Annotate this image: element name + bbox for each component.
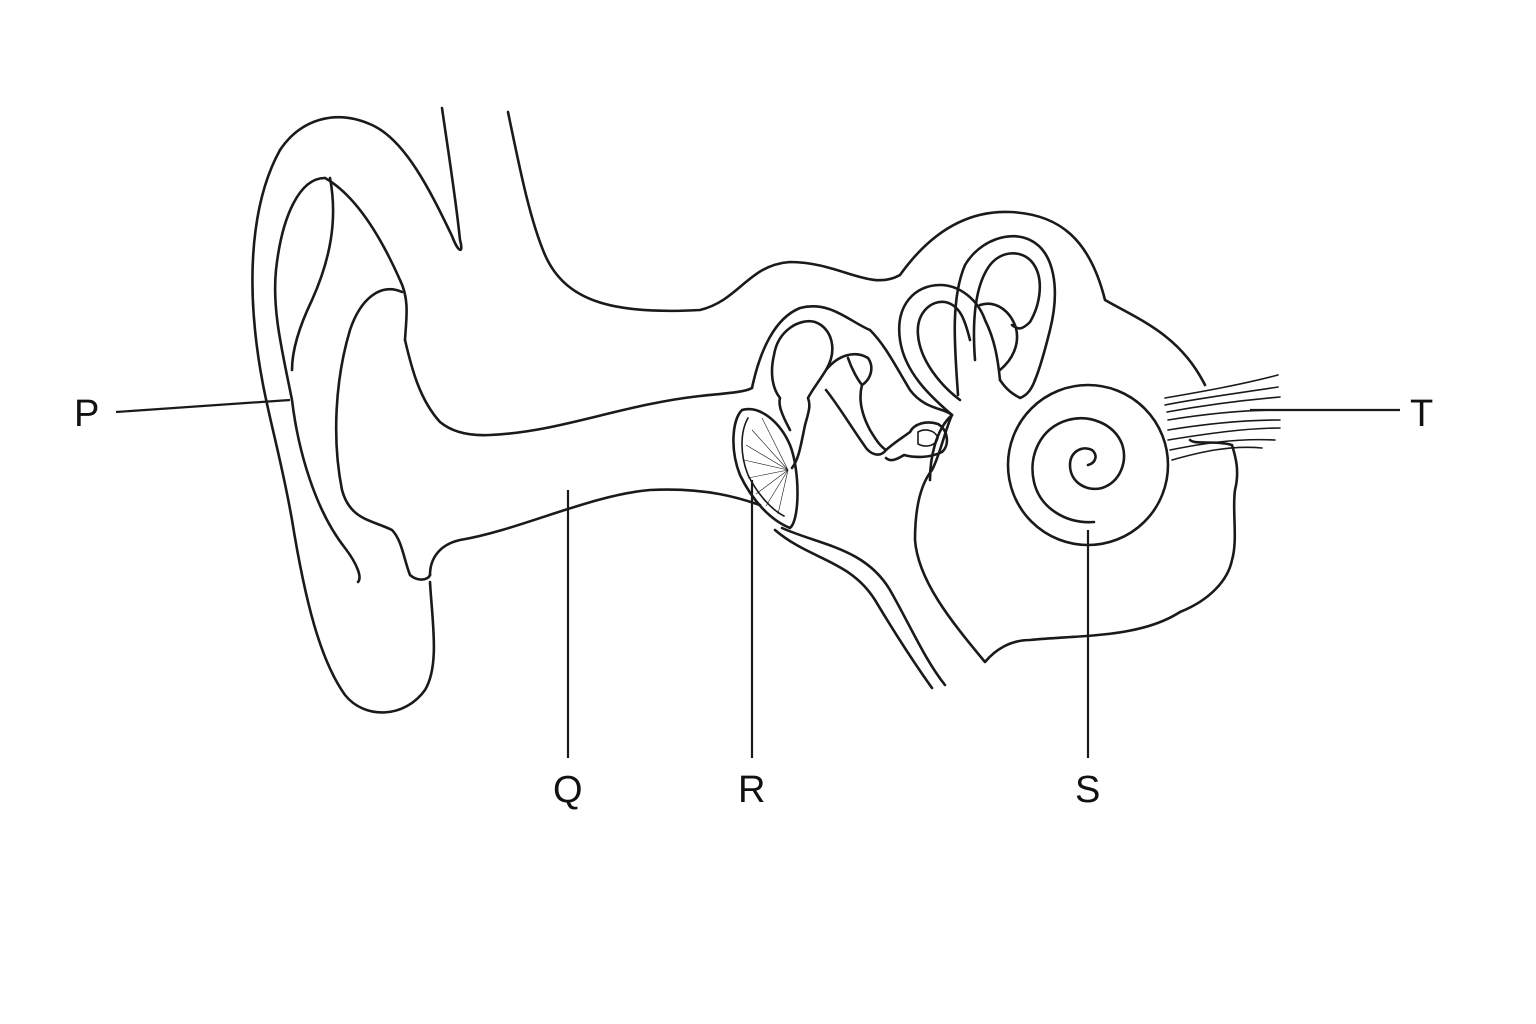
canal-left-outer [897,283,1002,417]
head-line-right [506,110,1207,387]
malleus [770,319,834,470]
ossicles [770,319,949,470]
pinna-antihelix-fold [290,176,335,372]
leader-p [115,398,291,414]
canal-top-outer [953,234,1057,397]
stapes [884,421,949,462]
semicircular-canals [897,234,1057,417]
label-p: P [74,393,99,435]
cochlea [1006,383,1170,547]
eustachian-tube [773,526,947,690]
auditory-nerve [1164,374,1281,461]
eustachian-tube-upper [780,526,947,687]
canal-top-inner [972,252,1042,362]
pinna-concha [334,287,432,581]
head-outline [278,106,1207,387]
incus-process [846,356,864,387]
pinna-antihelix [323,176,408,342]
pinna [251,148,754,714]
leader-lines [115,398,1400,758]
label-t: T [1410,393,1433,435]
temporal-bone-base [928,413,954,482]
vestibule [998,378,1037,400]
label-s: S [1075,769,1100,811]
eustachian-tube-lower [773,528,934,690]
label-q: Q [553,769,583,811]
eardrum-outer [732,407,799,530]
ear-canal-lower [428,488,762,577]
pinna-helix-inner [273,176,361,584]
labels: P Q R S T [74,393,1433,811]
pinna-tragus [403,338,754,437]
label-r: R [738,769,765,811]
cochlea-spiral [1031,417,1126,524]
eardrum [732,407,799,530]
eardrum-inner [741,417,785,517]
incus [824,353,888,456]
middle-ear-cavity [750,305,954,417]
canal-left-inner [916,300,972,402]
head-line-left [278,106,463,251]
temporal-bone-outline [913,413,1239,664]
canal-right [978,302,1019,372]
pinna-outer-rim [251,148,436,714]
eardrum-fibres [743,417,789,515]
